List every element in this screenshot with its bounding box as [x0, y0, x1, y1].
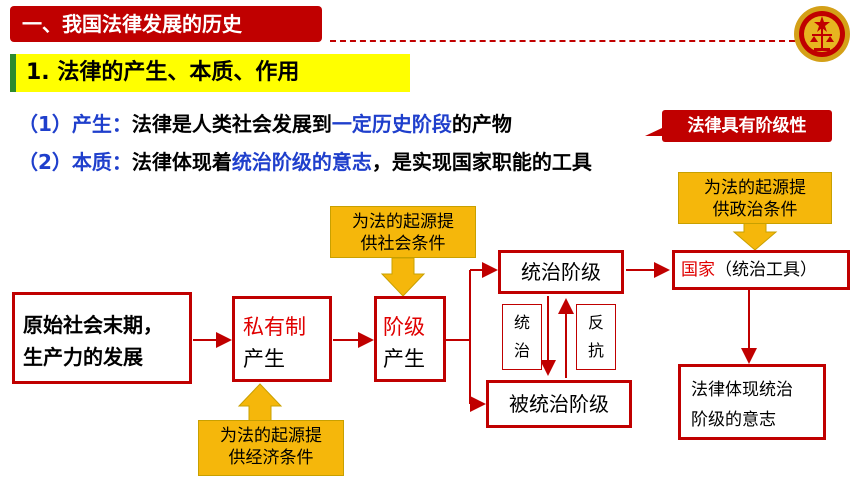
political-condition-line-1: 为法的起源提: [704, 178, 806, 198]
resist-char-2: 抗: [587, 341, 604, 360]
class-nature-tag: 法律具有阶级性: [662, 110, 832, 142]
state-box: 国家（统治工具）: [672, 250, 850, 290]
subsection-title: 1. 法律的产生、本质、作用: [10, 54, 410, 92]
private-ownership-sub: 产生: [243, 347, 285, 371]
social-condition-line-2: 供社会条件: [360, 234, 446, 254]
section-title: 一、我国法律发展的历史: [10, 6, 322, 42]
tag-pointer: [645, 128, 662, 136]
economic-condition-line-1: 为法的起源提: [220, 426, 322, 446]
arrow-economic-up: [237, 383, 283, 423]
origin-highlight: 一定历史阶段: [331, 112, 452, 136]
origin-text-a: 法律是人类社会发展到: [131, 112, 332, 136]
court-emblem-icon: [792, 4, 852, 64]
resist-label-box: 反 抗: [576, 304, 616, 370]
social-condition-line-1: 为法的起源提: [352, 212, 454, 232]
origin-prefix: （1）产生：: [18, 112, 132, 136]
start-box: 原始社会末期， 生产力的发展: [12, 292, 192, 384]
state-sub: （统治工具）: [715, 260, 817, 280]
rule-char-1: 统: [513, 313, 530, 332]
law-reflects-will-box: 法律体现统治 阶级的意志: [678, 364, 826, 440]
ruled-class-box: 被统治阶级: [486, 380, 632, 428]
resist-char-1: 反: [587, 313, 604, 332]
start-line-2: 生产力的发展: [23, 345, 143, 369]
header-divider: [330, 40, 795, 42]
essence-prefix: （2）本质：: [18, 150, 132, 174]
private-ownership-box: 私有制 产生: [232, 296, 332, 382]
law-reflects-line-1: 法律体现统治: [691, 380, 793, 400]
economic-condition-box: 为法的起源提 供经济条件: [198, 420, 344, 476]
essence-highlight: 统治阶级的意志: [231, 150, 372, 174]
origin-text-b: 的产物: [451, 112, 512, 136]
origin-line: （1）产生：法律是人类社会发展到一定历史阶段的产物: [18, 108, 512, 137]
private-ownership-label: 私有制: [243, 315, 306, 339]
law-reflects-line-2: 阶级的意志: [691, 410, 776, 430]
social-condition-box: 为法的起源提 供社会条件: [330, 206, 476, 258]
arrow-political-down: [732, 221, 778, 251]
class-label: 阶级: [383, 315, 425, 339]
essence-text-a: 法律体现着: [131, 150, 232, 174]
class-sub: 产生: [383, 347, 425, 371]
start-line-1: 原始社会末期，: [23, 313, 163, 337]
rule-label-box: 统 治: [502, 304, 542, 370]
arrow-social-down: [380, 257, 426, 297]
state-label: 国家: [681, 260, 715, 280]
economic-condition-line-2: 供经济条件: [228, 448, 314, 468]
class-box: 阶级 产生: [374, 296, 446, 382]
political-condition-line-2: 供政治条件: [712, 200, 798, 220]
ruling-class-box: 统治阶级: [498, 250, 624, 294]
essence-line: （2）本质：法律体现着统治阶级的意志，是实现国家职能的工具: [18, 146, 592, 175]
political-condition-box: 为法的起源提 供政治条件: [678, 172, 832, 224]
rule-char-2: 治: [513, 341, 530, 360]
essence-text-b: ，是实现国家职能的工具: [371, 150, 592, 174]
